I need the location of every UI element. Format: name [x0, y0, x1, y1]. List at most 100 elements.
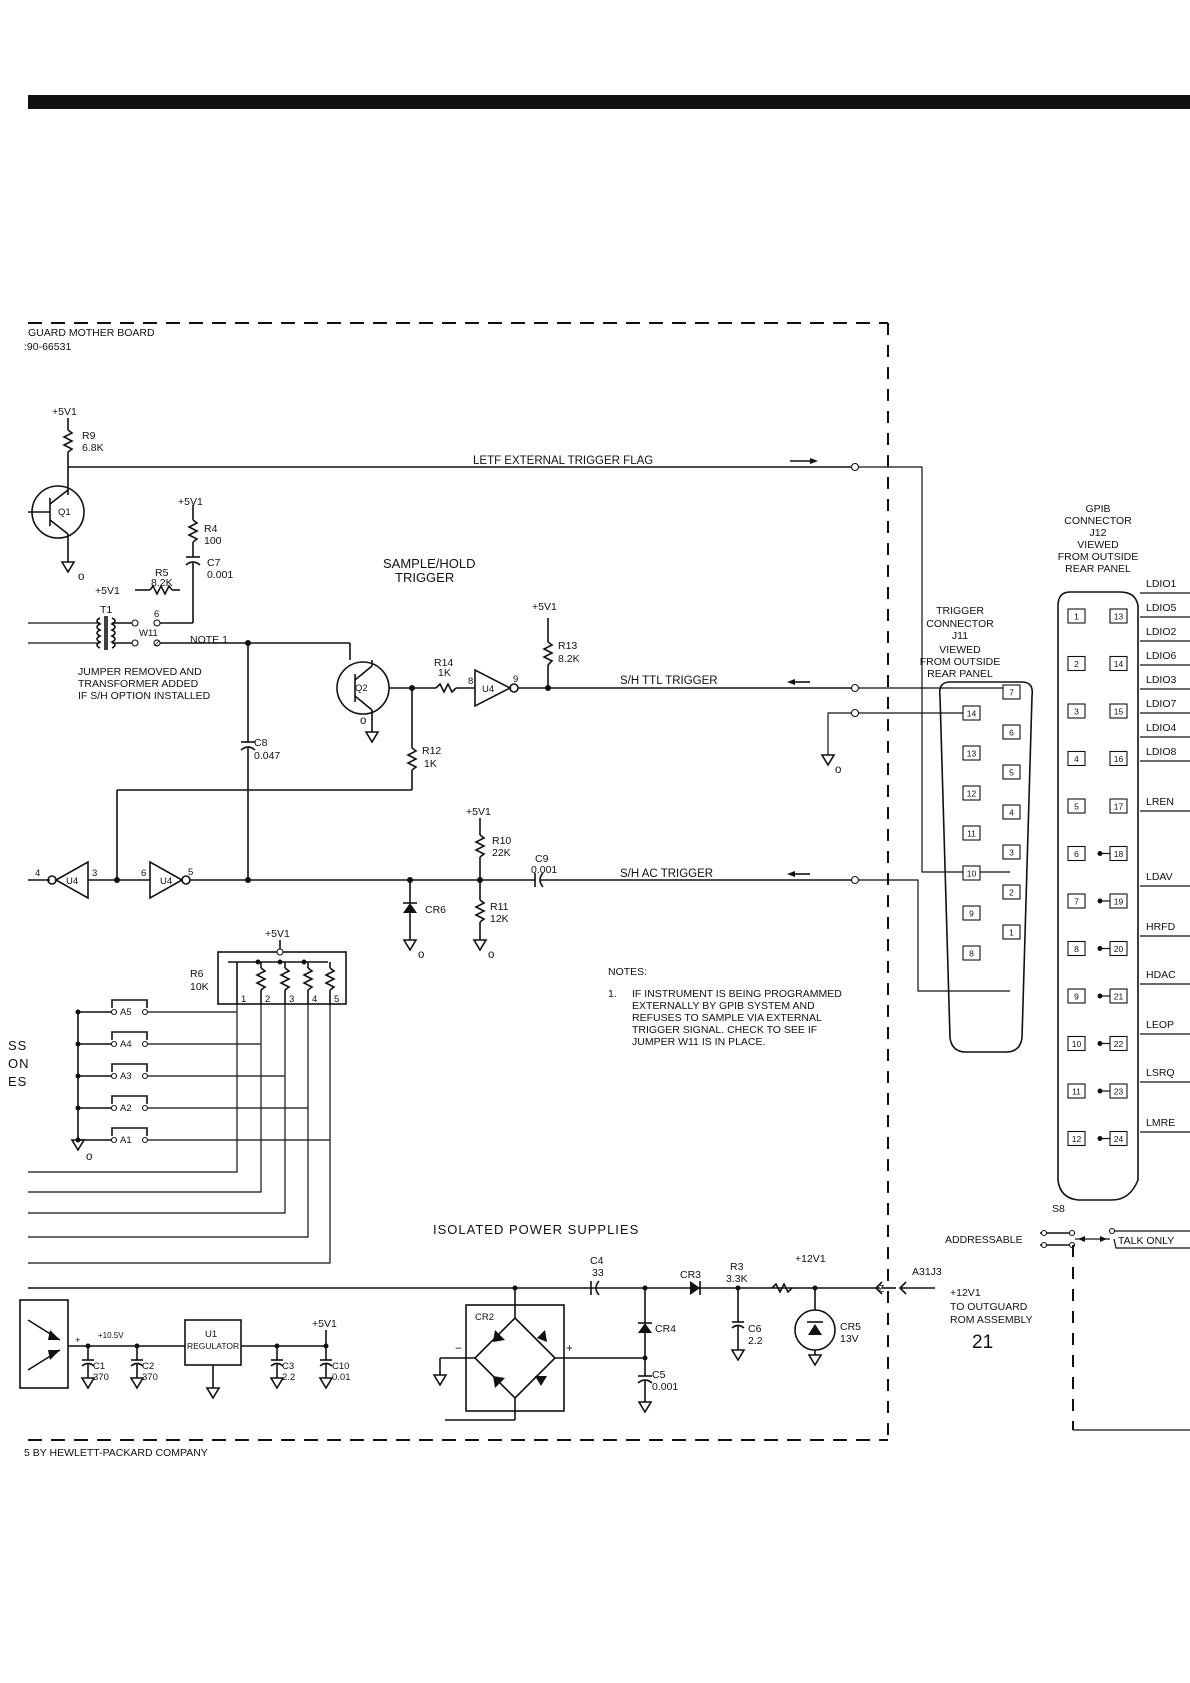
gpib-signal-lsrq: LSRQ: [1146, 1067, 1175, 1079]
c3-value: 2.2: [282, 1372, 295, 1383]
address-switch-label: A4: [120, 1039, 132, 1050]
j12-pin-label: 22: [1114, 1039, 1124, 1049]
t1-label: T1: [100, 604, 112, 616]
j12-shell: [1057, 591, 1139, 1201]
q1-label: Q1: [58, 507, 71, 518]
j12-pin-label: 18: [1114, 849, 1124, 859]
s8-label: S8: [1052, 1203, 1065, 1215]
c8-value: 0.047: [254, 750, 280, 762]
connector-z: Z: [878, 1283, 885, 1295]
r6-pin-return-lines: [28, 1004, 331, 1264]
sample-hold-title-line2: TRIGGER: [395, 570, 454, 585]
address-switch-a5[interactable]: A5: [75, 999, 238, 1018]
r6-rail-label: +5V1: [265, 928, 290, 940]
u4-pin4: 4: [35, 868, 40, 879]
gpib-signal-ldio2: LDIO2: [1146, 626, 1177, 638]
ground-return: [827, 712, 852, 755]
header-bar: [28, 95, 1190, 109]
note-line-3: REFUSES TO SAMPLE VIA EXTERNAL: [632, 1012, 822, 1024]
board-title: GUARD MOTHER BOARD: [28, 327, 155, 339]
address-switch-a2[interactable]: A2: [75, 1095, 309, 1114]
gpib-signal-ldav: LDAV: [1146, 871, 1173, 883]
r6-ref: R6: [190, 968, 204, 980]
side-fragment-3: ES: [8, 1074, 27, 1089]
cr3-label: CR3: [680, 1269, 701, 1281]
note-line-2: EXTERNALLY BY GPIB SYSTEM AND: [632, 1000, 815, 1012]
u4-label-c: U4: [160, 876, 172, 887]
r11-ref: R11: [490, 901, 509, 913]
j12-pin-label: 7: [1074, 897, 1079, 907]
c10-ref: C10: [332, 1361, 349, 1372]
j11-pin-label: 10: [967, 869, 977, 879]
u4-label-b: U4: [66, 876, 78, 887]
r6-pin-label: 3: [289, 994, 294, 1005]
c3-ref: C3: [282, 1361, 294, 1372]
cr6-ground-label: o: [418, 949, 424, 961]
j12-pin-label: 6: [1074, 849, 1079, 859]
cr4-label: CR4: [655, 1323, 676, 1335]
address-switch-a1[interactable]: A1: [75, 1127, 331, 1146]
address-switch-a3[interactable]: A3: [75, 1063, 286, 1082]
power-supply-circuit: [19, 1280, 935, 1421]
j12-pin-label: 3: [1074, 707, 1079, 717]
r12-value: 1K: [424, 758, 437, 770]
s-h-trigger-circuit: [116, 618, 852, 880]
cr2-plus: +: [566, 1343, 573, 1355]
j12-pin-label: 10: [1072, 1039, 1082, 1049]
s-h-ac-circuit: [28, 818, 852, 952]
j11-pin-label: 6: [1009, 728, 1014, 738]
r6-pin-label: 5: [334, 994, 339, 1005]
sh-ac-to-j11-pin1: [858, 879, 1010, 992]
outguard-rail: +12V1: [950, 1287, 981, 1299]
sample-hold-title-line1: SAMPLE/HOLD: [383, 556, 475, 571]
sh-ttl-arrow: [787, 679, 810, 685]
ground-terminal: [850, 708, 860, 718]
sh-ac-terminal: [850, 875, 860, 885]
j11-title-6: REAR PANEL: [927, 668, 993, 680]
cr5-rail-label: +12V1: [795, 1253, 826, 1265]
r6-value: 10K: [190, 981, 209, 993]
j11-pin-label: 11: [967, 829, 976, 839]
j12-title-3: J12: [1090, 527, 1107, 539]
jumper-note-line2: TRANSFORMER ADDED: [78, 678, 199, 690]
r11-ground-label: o: [488, 949, 494, 961]
note-line-5: JUMPER W11 IS IN PLACE.: [632, 1036, 765, 1048]
r9-ref: R9: [82, 430, 96, 442]
c4-ref: C4: [590, 1255, 604, 1267]
j12-pin-label: 17: [1114, 802, 1124, 812]
r4-c7-r5-network: [135, 505, 201, 624]
gpib-signal-ldio3: LDIO3: [1146, 674, 1177, 686]
w11-label: W11: [139, 628, 158, 639]
j11-pin-label: 1: [1009, 928, 1014, 938]
rail-10-5v: +10.5V: [98, 1331, 124, 1340]
address-ground-label: o: [86, 1151, 92, 1163]
u1-value: REGULATOR: [187, 1341, 239, 1351]
sh-ac-arrow: [787, 871, 810, 877]
gpib-signal-ldio5: LDIO5: [1146, 602, 1177, 614]
j12-pin-label: 1: [1074, 612, 1079, 622]
c6-ref: C6: [748, 1323, 762, 1335]
board-part-number: :90-66531: [24, 341, 71, 353]
u4-label-a: U4: [482, 684, 494, 695]
j12-pin-label: 23: [1114, 1087, 1124, 1097]
j11-pin-label: 12: [967, 789, 977, 799]
gpib-signal-ldio1: LDIO1: [1146, 578, 1177, 590]
outguard-line2: ROM ASSEMBLY: [950, 1314, 1033, 1326]
r11-value: 12K: [490, 913, 509, 925]
j12-pin-label: 12: [1072, 1134, 1082, 1144]
r4-value: 100: [204, 535, 222, 547]
q2-ground-label: o: [360, 715, 366, 727]
j11-title-2: CONNECTOR: [926, 618, 994, 630]
gpib-signal-hdac: HDAC: [1146, 969, 1176, 981]
side-fragment-1: SS: [8, 1038, 27, 1053]
j12-title-1: GPIB: [1085, 503, 1110, 515]
j11-pin-label: 4: [1009, 808, 1014, 818]
gpib-signal-lren: LREN: [1146, 796, 1174, 808]
r6-pin-label: 4: [312, 994, 317, 1005]
gpib-signal-ldio4: LDIO4: [1146, 722, 1177, 734]
c4-value: 33: [592, 1267, 604, 1279]
address-switch-a4[interactable]: A4: [75, 1031, 262, 1050]
